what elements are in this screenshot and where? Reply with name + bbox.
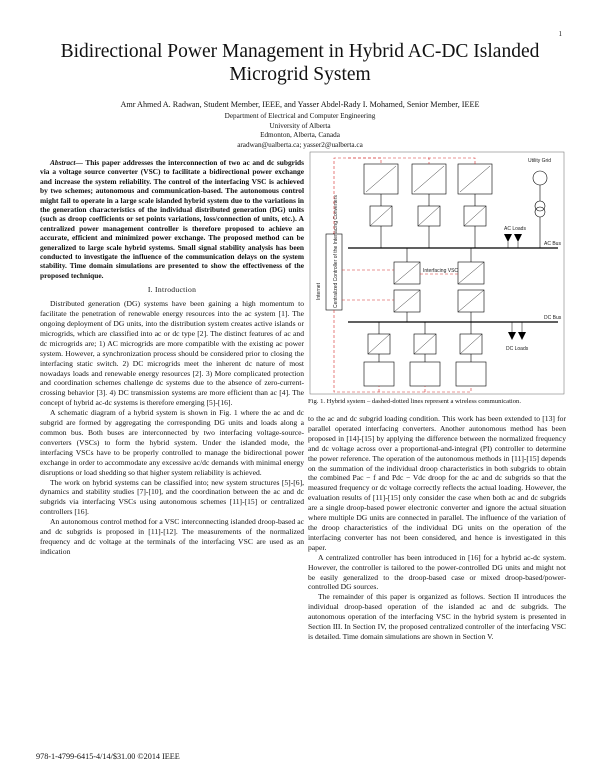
internet-label: Internet [316,282,322,300]
copyright-footer: 978-1-4799-6415-4/14/$31.00 ©2014 IEEE [36,752,180,761]
paragraph: The remainder of this paper is organized… [308,592,566,641]
ac-bus-label: AC Bus [544,241,561,247]
dc-load-arrows [508,332,526,340]
paragraph: Distributed generation (DG) systems have… [40,299,304,408]
dc-dg-units [363,322,487,387]
right-column: to the ac and dc subgrid loading conditi… [308,414,566,642]
dc-bus-label: DC Bus [544,315,562,321]
emails[interactable]: aradwan@ualberta.ca; yasser2@ualberta.ca [237,140,363,149]
dc-loads-label: DC Loads [506,346,529,352]
abstract: Abstract— This paper addresses the inter… [40,158,304,280]
communication-links [333,157,476,393]
ac-dg-units [363,163,493,248]
utility-label: Utility Grid [528,158,551,164]
department: Department of Electrical and Computer En… [224,112,376,120]
abstract-text: This paper addresses the interconnection… [40,158,304,280]
paper-title: Bidirectional Power Management in Hybrid… [60,41,540,85]
left-column: Abstract— This paper addresses the inter… [40,158,304,557]
figure-caption: Fig. 1. Hybrid system – dashed-dotted li… [308,398,521,405]
paragraph: A centralized controller has been introd… [308,552,566,592]
figure-border [309,151,565,395]
authors: Amr Ahmed A. Radwan, Student Member, IEE… [120,100,480,109]
paragraph: A schematic diagram of a hybrid system i… [40,408,304,477]
section-heading: I. Introduction [147,285,197,295]
affiliation: Department of Electrical and Computer En… [150,112,450,150]
abstract-label: Abstract— [50,158,83,167]
interfacing-vsc-label: Interfacing VSC [423,268,458,274]
transformer-icon [534,200,546,212]
city: Edmonton, Alberta, Canada [260,131,340,140]
hybrid-system-diagram: AC Bus DC Bus Utility Grid AC Loads [309,151,565,395]
paragraph: to the ac and dc subgrid loading conditi… [308,414,566,552]
controller-label: Centralized Controller of the Interfacin… [333,195,339,308]
ac-load-arrows [504,234,522,242]
hybrid-system-figure: AC Bus DC Bus Utility Grid AC Loads [308,150,566,396]
interfacing-vscs: Interfacing VSC [393,248,485,322]
paragraph: The work on hybrid systems can be classi… [40,477,304,517]
utility-grid-icon [532,170,548,186]
page-number: 1 [558,30,563,38]
university: University of Alberta [269,121,331,130]
paragraph: An autonomous control method for a VSC i… [40,517,304,556]
ac-loads-label: AC Loads [504,226,526,232]
